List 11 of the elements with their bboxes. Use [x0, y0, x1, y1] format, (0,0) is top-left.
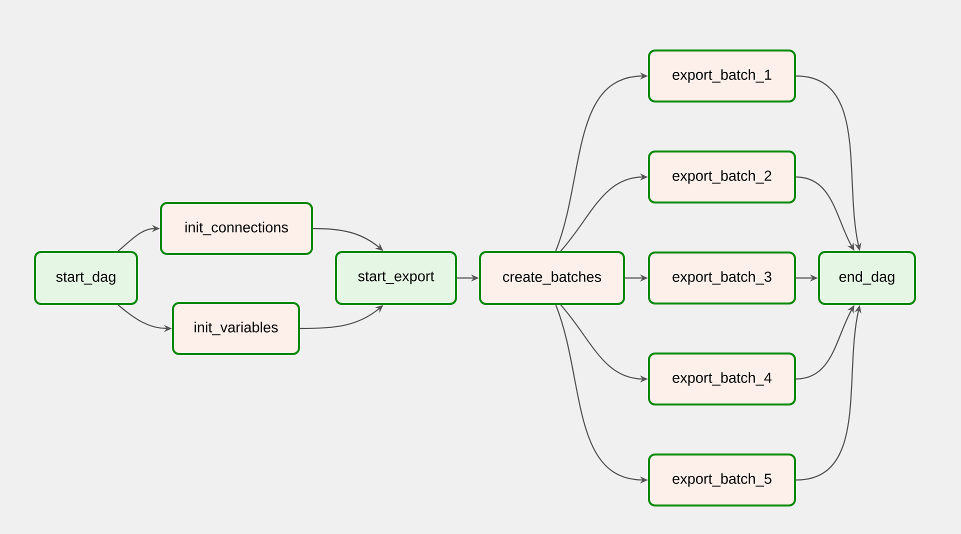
task-box: export_batch_2: [648, 150, 796, 204]
task-box: start_export: [335, 251, 457, 305]
task-box: export_batch_4: [648, 352, 796, 406]
task-box: init_connections: [160, 202, 313, 255]
task-box: init_variables: [172, 302, 300, 355]
task-box: create_batches: [479, 251, 625, 305]
task-box: export_batch_1: [648, 50, 796, 102]
task-box: start_dag: [34, 251, 138, 305]
task-box: export_batch_5: [648, 454, 796, 506]
task-box: export_batch_3: [648, 252, 796, 304]
task-box: end_dag: [818, 251, 916, 305]
